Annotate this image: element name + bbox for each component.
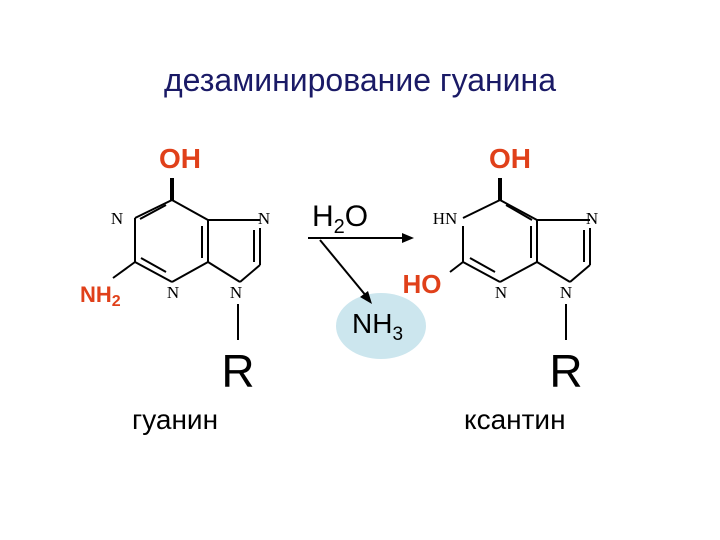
xanthine-n-bottom-left: N bbox=[495, 283, 507, 302]
guanine-n-bottom-left: N bbox=[167, 283, 179, 302]
ammonia-bubble bbox=[336, 293, 426, 359]
xanthine-structure: OH HN N HO N N R bbox=[403, 143, 599, 397]
xanthine-ring-bond bbox=[462, 199, 501, 219]
guanine-ring-bond bbox=[239, 264, 261, 283]
xanthine-ring-bond bbox=[462, 261, 501, 283]
guanine-caption: гуанин bbox=[132, 404, 219, 435]
guanine-ring-bond bbox=[207, 261, 241, 283]
ammonia-release-arrow bbox=[319, 239, 368, 298]
xanthine-r-label: R bbox=[549, 345, 582, 397]
xanthine-ho-bond bbox=[449, 261, 464, 273]
xanthine-ring-bond bbox=[536, 261, 571, 283]
xanthine-ring-bond bbox=[569, 264, 591, 283]
guanine-nh2-bond bbox=[112, 261, 136, 279]
guanine-structure: OH N N NH2 bbox=[80, 143, 270, 397]
ammonia-label: NH3 bbox=[352, 308, 403, 345]
ammonia-arrowhead-icon bbox=[360, 291, 372, 304]
xanthine-double-bond bbox=[505, 204, 533, 221]
xanthine-oh-label: OH bbox=[489, 143, 531, 174]
guanine-n-left: N bbox=[111, 209, 123, 228]
water-label: H2O bbox=[312, 200, 368, 238]
main-arrowhead-icon bbox=[402, 233, 414, 243]
guanine-double-bond bbox=[139, 204, 167, 220]
guanine-ring-bond bbox=[171, 199, 209, 221]
guanine-n-right: N bbox=[258, 209, 270, 228]
guanine-double-bond bbox=[140, 257, 167, 273]
xanthine-caption: ксантин bbox=[464, 404, 566, 435]
guanine-n-bottom-right: N bbox=[230, 283, 242, 302]
xanthine-n-right: N bbox=[586, 209, 598, 228]
reaction-arrows: H2O NH3 bbox=[308, 200, 426, 359]
guanine-oh-label: OH bbox=[159, 143, 201, 174]
slide-title: дезаминирование гуанина bbox=[163, 62, 557, 98]
xanthine-double-bond bbox=[469, 257, 496, 273]
guanine-r-label: R bbox=[221, 345, 254, 397]
xanthine-hn-label: HN bbox=[433, 209, 458, 228]
xanthine-n-bottom-right: N bbox=[560, 283, 572, 302]
guanine-ring-bond bbox=[171, 261, 209, 283]
xanthine-ho-label: HO bbox=[403, 269, 442, 299]
guanine-nh2-label: NH2 bbox=[80, 282, 121, 310]
xanthine-ring-bond bbox=[499, 199, 538, 221]
xanthine-ring-bond bbox=[499, 261, 538, 283]
guanine-ring-bond bbox=[134, 199, 173, 219]
guanine-ring-bond bbox=[134, 261, 173, 283]
